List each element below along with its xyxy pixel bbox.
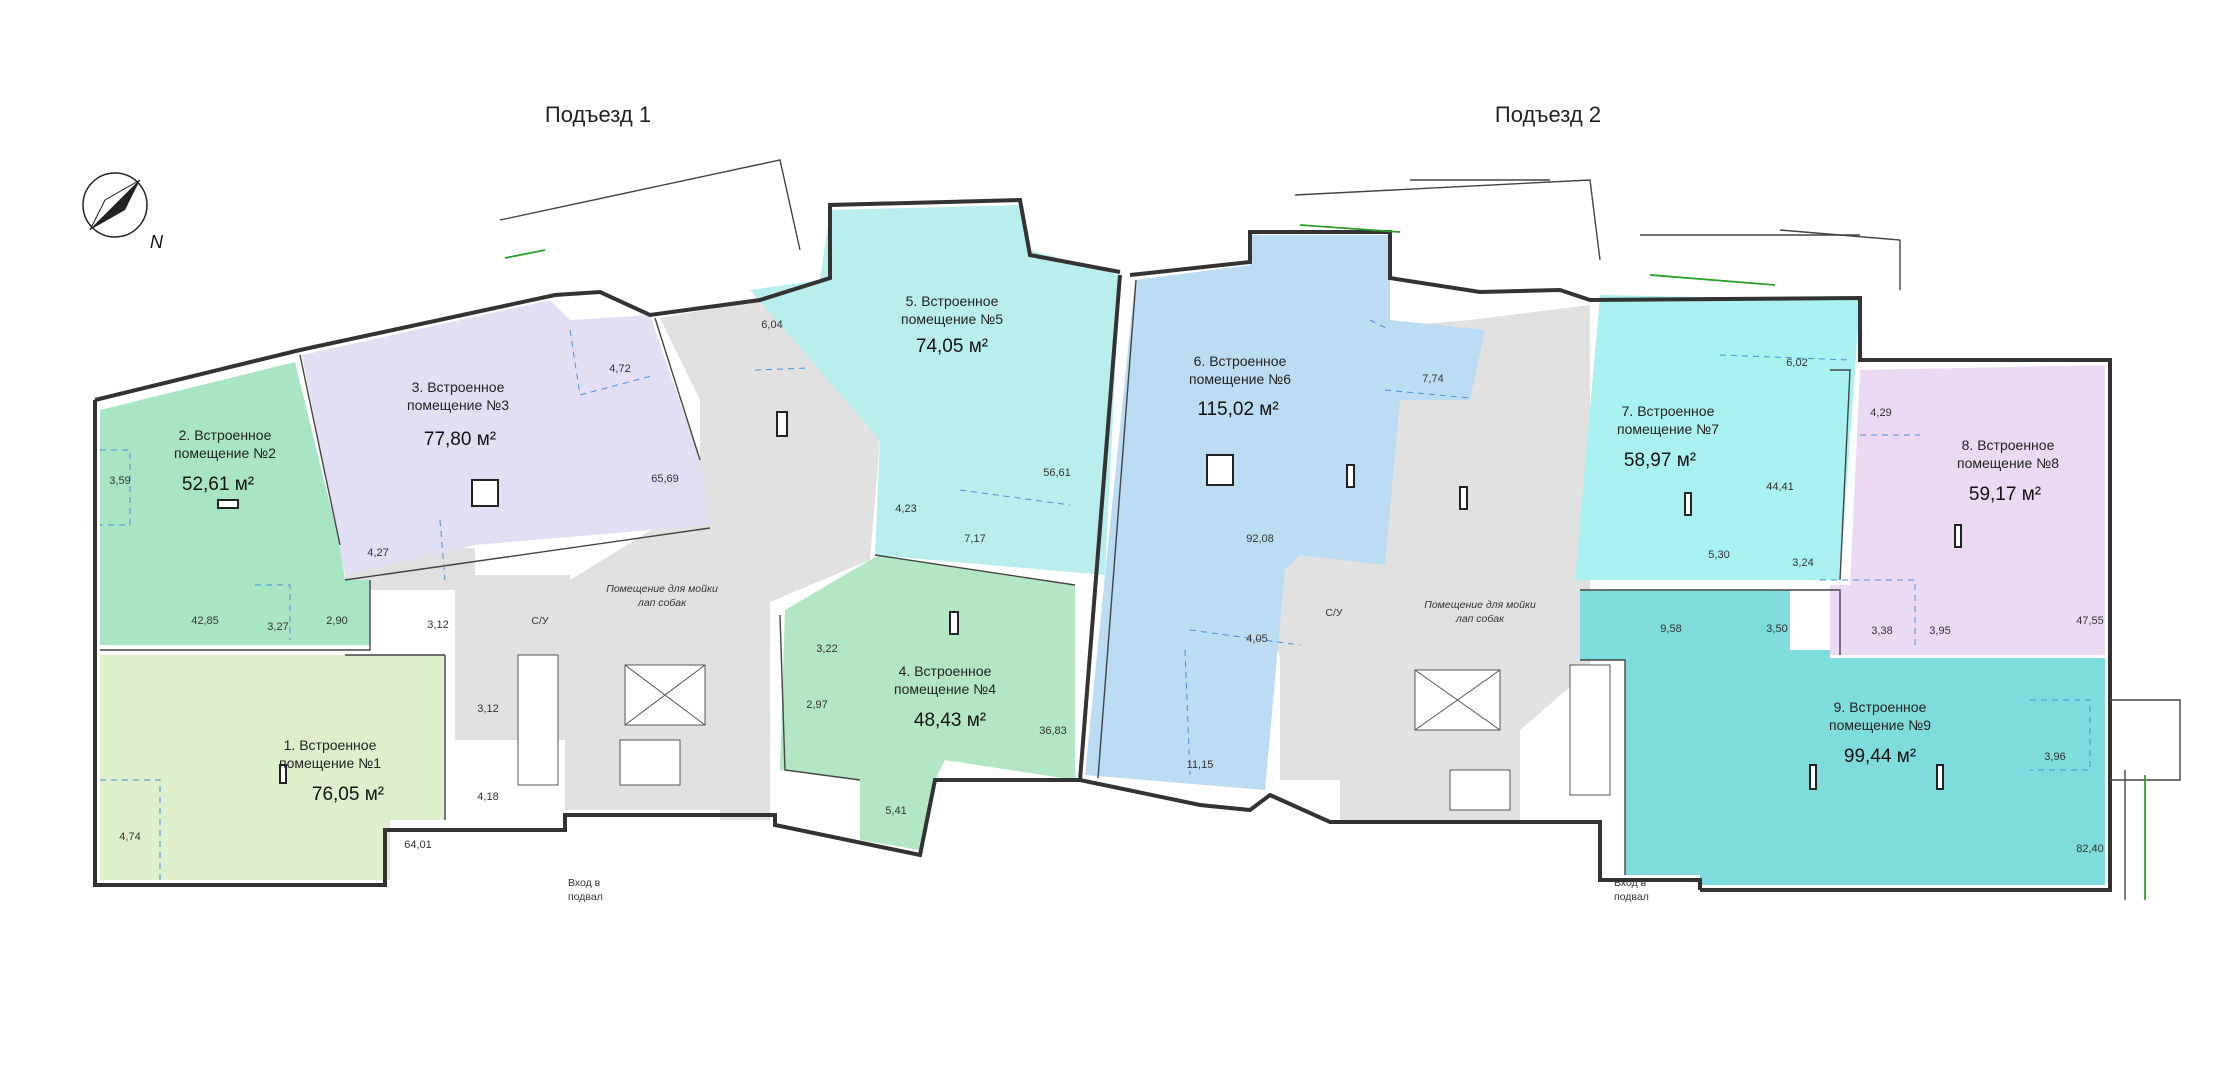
entrance-2-title: Подъезд 2 xyxy=(1495,102,1601,127)
room-4-name-2: помещение №4 xyxy=(894,681,996,697)
room-1-area: 76,05 м² xyxy=(312,784,384,805)
sub-area: 5,41 xyxy=(885,805,906,817)
sub-area: 44,41 xyxy=(1766,481,1794,493)
stairs xyxy=(517,654,1611,811)
basement-entry-2-line1: Вход в xyxy=(1614,877,1647,889)
room-8-name-2: помещение №8 xyxy=(1957,455,2059,471)
wc-label-2: С/У xyxy=(1325,607,1343,619)
sub-area: 47,55 xyxy=(2076,615,2104,627)
room-5[interactable] xyxy=(750,205,1120,575)
sub-area: 4,05 xyxy=(1246,633,1267,645)
room-6-name-2: помещение №6 xyxy=(1189,371,1291,387)
sub-area: 3,12 xyxy=(427,619,448,631)
room-1[interactable] xyxy=(100,655,445,880)
room-1-name-1: 1. Встроенное xyxy=(284,737,377,753)
sub-area: 3,38 xyxy=(1871,625,1892,637)
sub-area: 4,29 xyxy=(1870,407,1891,419)
room-6-area: 115,02 м² xyxy=(1197,399,1278,420)
room-3-area: 77,80 м² xyxy=(424,429,496,450)
sub-area: 4,74 xyxy=(119,831,140,843)
room-4-name-1: 4. Встроенное xyxy=(899,663,992,679)
room-5-name-1: 5. Встроенное xyxy=(906,293,999,309)
room-1-name-2: помещение №1 xyxy=(279,755,381,771)
room-2-name-1: 2. Встроенное xyxy=(179,427,272,443)
sub-area: 3,24 xyxy=(1792,557,1813,569)
dog-wash-note-1-line1: Помещение для мойки xyxy=(606,583,718,595)
room-3-name-1: 3. Встроенное xyxy=(412,379,505,395)
entrance-1-title: Подъезд 1 xyxy=(545,102,651,127)
sub-area: 3,59 xyxy=(109,475,130,487)
room-7-name-2: помещение №7 xyxy=(1617,421,1719,437)
sub-area: 7,74 xyxy=(1422,373,1443,385)
sub-area: 4,72 xyxy=(609,363,630,375)
room-8-name-1: 8. Встроенное xyxy=(1962,437,2055,453)
sub-area: 36,83 xyxy=(1039,725,1067,737)
sub-area: 65,69 xyxy=(651,473,679,485)
sub-area: 2,90 xyxy=(326,615,347,627)
sub-area: 82,40 xyxy=(2076,843,2104,855)
room-7-name-1: 7. Встроенное xyxy=(1622,403,1715,419)
rooms xyxy=(100,205,2105,885)
room-3[interactable] xyxy=(302,300,710,575)
sub-area: 11,15 xyxy=(1187,759,1214,771)
wc-label-1: С/У xyxy=(531,615,549,627)
sub-area: 7,17 xyxy=(964,533,985,545)
basement-entry-2-line2: подвал xyxy=(1614,891,1649,903)
sub-area: 3,27 xyxy=(267,621,288,633)
sub-area: 56,61 xyxy=(1043,467,1071,479)
room-2-name-2: помещение №2 xyxy=(174,445,276,461)
sub-area: 3,50 xyxy=(1766,623,1787,635)
sub-area: 92,08 xyxy=(1246,533,1274,545)
misc-labels: С/У С/У Помещение для мойки лап собак По… xyxy=(531,583,1648,903)
room-8-area: 59,17 м² xyxy=(1969,484,2041,505)
dog-wash-note-2-line2: лап собак xyxy=(1455,613,1505,625)
room-8[interactable] xyxy=(1830,365,2105,655)
sub-area: 4,23 xyxy=(895,503,916,515)
sub-area: 4,18 xyxy=(477,791,498,803)
compass-north-label: N xyxy=(150,232,164,252)
basement-entry-1-line2: подвал xyxy=(568,891,603,903)
sub-area: 3,96 xyxy=(2044,751,2065,763)
sub-area: 42,85 xyxy=(191,615,219,627)
room-7[interactable] xyxy=(1575,295,1860,580)
sub-area-labels: 3,59 42,85 3,27 2,90 4,27 3,12 4,72 65,6… xyxy=(109,319,2103,855)
room-labels: 2. Встроенное помещение №2 52,61 м² 3. В… xyxy=(174,293,2059,805)
sub-area-dashes xyxy=(100,319,2091,880)
pillars xyxy=(217,411,1962,790)
sub-area: 9,58 xyxy=(1660,623,1681,635)
basement-entry-1-line1: Вход в xyxy=(568,877,601,889)
room-5-name-2: помещение №5 xyxy=(901,311,1003,327)
room-9-name-1: 9. Встроенное xyxy=(1834,699,1927,715)
sub-area: 2,97 xyxy=(806,699,827,711)
room-5-area: 74,05 м² xyxy=(916,336,988,357)
sub-area: 5,30 xyxy=(1708,549,1729,561)
room-4[interactable] xyxy=(780,555,1075,850)
room-9-name-2: помещение №9 xyxy=(1829,717,1931,733)
room-9[interactable] xyxy=(1580,590,2105,885)
sub-area: 4,27 xyxy=(367,547,388,559)
sub-area: 6,04 xyxy=(761,319,782,331)
room-7-area: 58,97 м² xyxy=(1624,450,1696,471)
sub-area: 6,02 xyxy=(1786,357,1807,369)
room-4-area: 48,43 м² xyxy=(914,710,986,731)
sub-area: 3,22 xyxy=(816,643,837,655)
dog-wash-note-2-line1: Помещение для мойки xyxy=(1424,599,1536,611)
room-9-area: 99,44 м² xyxy=(1844,746,1916,767)
room-6-name-1: 6. Встроенное xyxy=(1194,353,1287,369)
dog-wash-note-1-line2: лап собак xyxy=(637,597,687,609)
sub-area: 64,01 xyxy=(404,839,432,851)
compass-icon: N xyxy=(82,172,164,252)
room-2-area: 52,61 м² xyxy=(182,474,254,495)
walls xyxy=(93,159,2181,900)
sub-area: 3,12 xyxy=(477,703,498,715)
sub-area: 3,95 xyxy=(1929,625,1950,637)
room-3-name-2: помещение №3 xyxy=(407,397,509,413)
